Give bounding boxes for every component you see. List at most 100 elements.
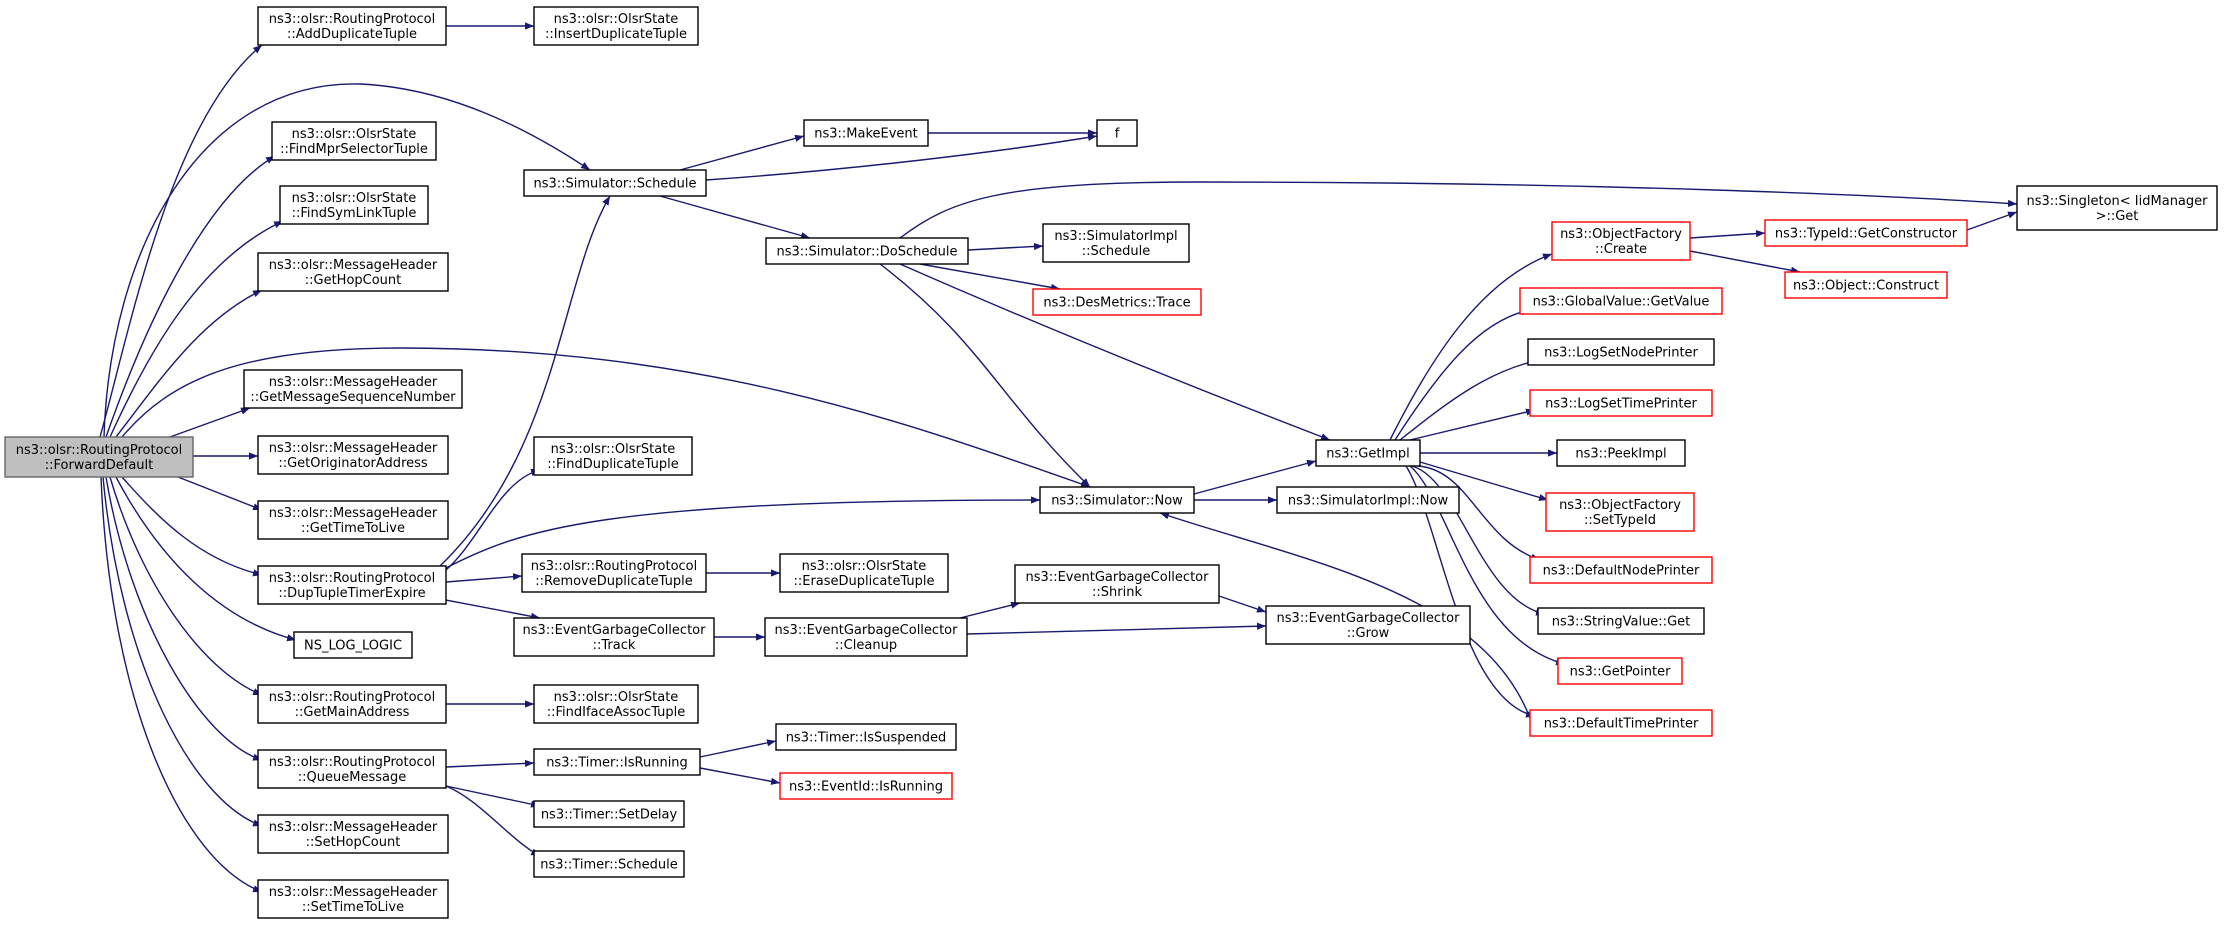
node-timer-schedule[interactable]: ns3::Timer::Schedule (533, 850, 685, 878)
node-get-ttl[interactable]: ns3::olsr::MessageHeader::GetTimeToLive (257, 500, 449, 540)
node-box (1529, 709, 1713, 737)
node-default-node-printer[interactable]: ns3::DefaultNodePrinter (1529, 556, 1713, 584)
node-f[interactable]: f (1096, 119, 1138, 147)
edge-forward-default-to-find-mpr-selector (105, 155, 276, 438)
node-insert-dup-tuple[interactable]: ns3::olsr::OlsrState::InsertDuplicateTup… (533, 6, 699, 46)
node-gv-get-value[interactable]: ns3::GlobalValue::GetValue (1519, 287, 1723, 315)
node-label-line: ns3::olsr::MessageHeader (269, 258, 438, 273)
node-log-set-node-printer[interactable]: ns3::LogSetNodePrinter (1527, 338, 1715, 366)
edge-default-time-printer-to-sim-now (1159, 512, 1531, 719)
edge-forward-default-to-queue-message (105, 476, 263, 761)
edge-sim-do-schedule-to-sim-now (879, 263, 1091, 488)
node-desmetrics-trace[interactable]: ns3::DesMetrics::Trace (1032, 288, 1202, 316)
node-timer-is-running[interactable]: ns3::Timer::IsRunning (533, 748, 701, 776)
node-singleton-get[interactable]: ns3::Singleton< IidManager>::Get (2016, 185, 2218, 231)
node-box (1527, 338, 1715, 366)
node-box (764, 617, 968, 657)
node-timer-is-suspended[interactable]: ns3::Timer::IsSuspended (775, 723, 957, 751)
node-get-pointer[interactable]: ns3::GetPointer (1557, 657, 1683, 685)
edge-forward-default-to-sim-now (121, 347, 1091, 488)
node-dup-tuple-timer[interactable]: ns3::olsr::RoutingProtocol::DupTupleTime… (257, 565, 447, 605)
edge-forward-default-to-get-main-address (109, 476, 263, 696)
node-sim-do-schedule[interactable]: ns3::Simulator::DoSchedule (765, 237, 969, 265)
node-label-line: ns3::olsr::OlsrState (292, 127, 417, 142)
node-timer-set-delay[interactable]: ns3::Timer::SetDelay (533, 800, 685, 828)
node-simimpl-schedule[interactable]: ns3::SimulatorImpl::Schedule (1042, 223, 1190, 263)
node-typeid-get-constructor[interactable]: ns3::TypeId::GetConstructor (1764, 219, 1968, 247)
node-sim-now[interactable]: ns3::Simulator::Now (1039, 486, 1195, 514)
node-label-line: ::Schedule (1082, 244, 1151, 259)
node-erase-dup-tuple[interactable]: ns3::olsr::OlsrState::EraseDuplicateTupl… (779, 553, 949, 593)
node-box (1519, 287, 1723, 315)
node-make-event[interactable]: ns3::MakeEvent (803, 119, 929, 147)
node-peek-impl[interactable]: ns3::PeekImpl (1556, 439, 1686, 467)
edge-forward-default-to-sim-schedule (103, 83, 591, 438)
node-get-hop-count[interactable]: ns3::olsr::MessageHeader::GetHopCount (257, 252, 449, 292)
node-label-line: ns3::Object::Construct (1793, 279, 1939, 294)
node-label-line: ns3::olsr::MessageHeader (269, 820, 438, 835)
node-label-line: ::FindSymLinkTuple (292, 206, 417, 221)
node-remove-dup-tuple[interactable]: ns3::olsr::RoutingProtocol::RemoveDuplic… (521, 553, 707, 593)
node-label-line: ns3::EventGarbageCollector (1026, 570, 1210, 585)
edge-sim-do-schedule-to-singleton-get (899, 181, 2018, 239)
node-box (1265, 605, 1471, 645)
node-label-line: ns3::StringValue::Get (1552, 615, 1690, 630)
node-label-line: ns3::olsr::MessageHeader (269, 506, 438, 521)
node-egc-grow[interactable]: ns3::EventGarbageCollector::Grow (1265, 605, 1471, 645)
node-find-iface-assoc[interactable]: ns3::olsr::OlsrState::FindIfaceAssocTupl… (533, 684, 699, 724)
node-box (257, 749, 447, 789)
node-set-hop-count[interactable]: ns3::olsr::MessageHeader::SetHopCount (257, 814, 449, 854)
node-label-line: ns3::olsr::RoutingProtocol (531, 559, 698, 574)
node-label-line: ns3::GetPointer (1570, 665, 1671, 680)
node-eventid-is-running[interactable]: ns3::EventId::IsRunning (779, 772, 953, 800)
edge-egc-shrink-to-egc-grow (1218, 595, 1267, 613)
node-label-line: ns3::olsr::OlsrState (554, 12, 679, 27)
node-label-line: ns3::olsr::OlsrState (802, 559, 927, 574)
node-string-value-get[interactable]: ns3::StringValue::Get (1537, 607, 1705, 635)
node-of-create[interactable]: ns3::ObjectFactory::Create (1551, 221, 1691, 261)
node-find-sym-link[interactable]: ns3::olsr::OlsrState::FindSymLinkTuple (279, 185, 429, 225)
node-simimpl-now[interactable]: ns3::SimulatorImpl::Now (1276, 486, 1460, 514)
node-label-line: ::Shrink (1092, 585, 1142, 600)
node-forward-default[interactable]: ns3::olsr::RoutingProtocol::ForwardDefau… (4, 436, 194, 478)
node-get-impl[interactable]: ns3::GetImpl (1315, 439, 1421, 467)
node-add-dup-tuple[interactable]: ns3::olsr::RoutingProtocol::AddDuplicate… (257, 6, 447, 46)
node-box (775, 723, 957, 751)
edge-get-impl-to-gv-get-value (1394, 308, 1531, 441)
node-find-dup-tuple[interactable]: ns3::olsr::OlsrState::FindDuplicateTuple (533, 436, 693, 476)
edge-timer-is-running-to-eventid-is-running (699, 767, 781, 785)
edge-get-impl-to-of-set-type-id (1419, 461, 1549, 501)
node-egc-track[interactable]: ns3::EventGarbageCollector::Track (513, 617, 715, 657)
node-box (533, 748, 701, 776)
nodes-layer: ns3::olsr::RoutingProtocol::ForwardDefau… (4, 6, 2218, 919)
node-box (1096, 119, 1138, 147)
edge-timer-is-running-to-timer-is-suspended (699, 739, 777, 758)
edge-forward-default-to-get-hop-count (115, 289, 263, 438)
node-box (1529, 389, 1713, 417)
node-label-line: ns3::olsr::RoutingProtocol (16, 443, 183, 458)
edge-sim-do-schedule-to-desmetrics-trace (919, 263, 1061, 291)
node-object-construct[interactable]: ns3::Object::Construct (1784, 271, 1948, 299)
edge-forward-default-to-get-ttl (177, 476, 263, 511)
node-ns-log-logic[interactable]: NS_LOG_LOGIC (293, 631, 413, 659)
node-label-line: ns3::SimulatorImpl (1054, 229, 1177, 244)
node-find-mpr-selector[interactable]: ns3::olsr::OlsrState::FindMprSelectorTup… (271, 121, 437, 161)
edge-get-impl-to-default-node-printer (1417, 465, 1541, 561)
node-get-msg-seq[interactable]: ns3::olsr::MessageHeader::GetMessageSequ… (243, 369, 463, 409)
node-box (257, 435, 449, 475)
node-box (521, 553, 707, 593)
node-default-time-printer[interactable]: ns3::DefaultTimePrinter (1529, 709, 1713, 737)
node-queue-message[interactable]: ns3::olsr::RoutingProtocol::QueueMessage (257, 749, 447, 789)
node-of-set-type-id[interactable]: ns3::ObjectFactory::SetTypeId (1545, 492, 1695, 532)
node-log-set-time-printer[interactable]: ns3::LogSetTimePrinter (1529, 389, 1713, 417)
node-egc-shrink[interactable]: ns3::EventGarbageCollector::Shrink (1014, 564, 1220, 604)
node-sim-schedule[interactable]: ns3::Simulator::Schedule (523, 169, 707, 197)
node-get-main-address[interactable]: ns3::olsr::RoutingProtocol::GetMainAddre… (257, 684, 447, 724)
node-set-ttl[interactable]: ns3::olsr::MessageHeader::SetTimeToLive (257, 879, 449, 919)
node-egc-cleanup[interactable]: ns3::EventGarbageCollector::Cleanup (764, 617, 968, 657)
node-get-originator[interactable]: ns3::olsr::MessageHeader::GetOriginatorA… (257, 435, 449, 475)
node-box (1032, 288, 1202, 316)
node-label-line: ::FindDuplicateTuple (547, 457, 678, 472)
node-label-line: ::AddDuplicateTuple (287, 27, 417, 42)
